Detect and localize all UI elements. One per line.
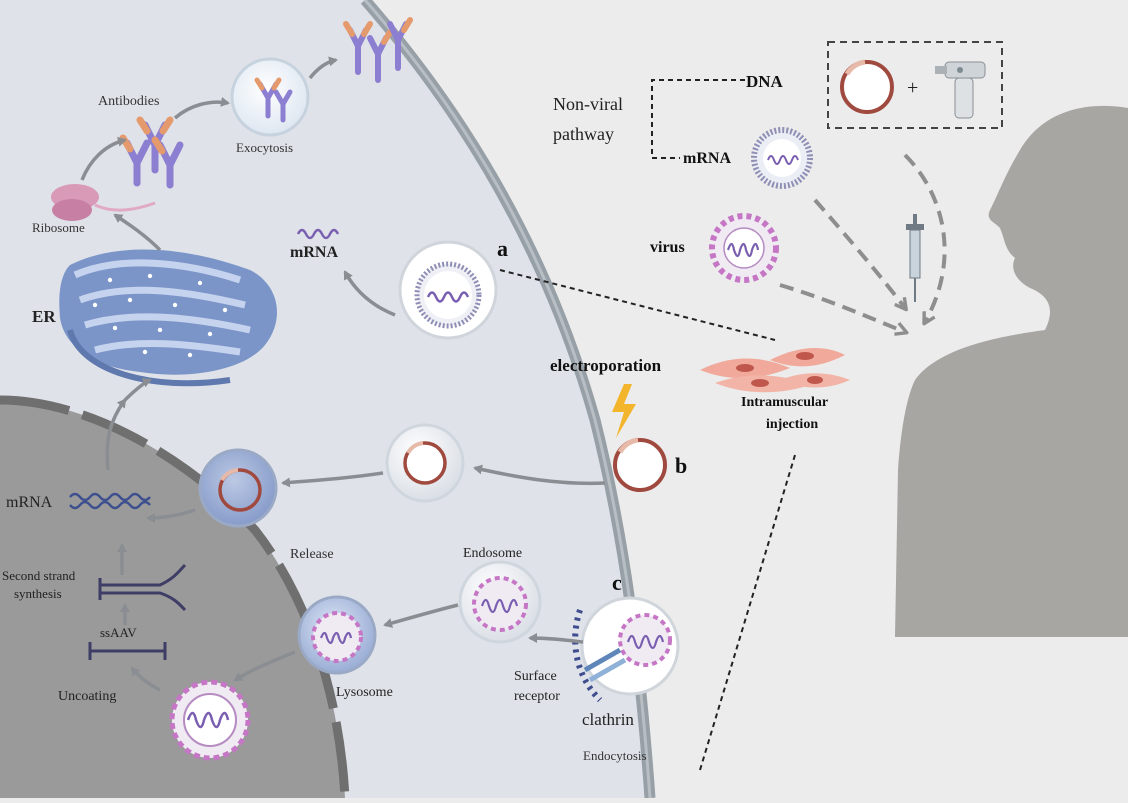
endosome-label: Endosome	[463, 546, 522, 561]
cytoplasm-mrna-icon	[296, 228, 340, 240]
lipid-nanoparticle-icon	[398, 240, 498, 340]
arrow-exocytosis-to-secreted	[308, 56, 338, 80]
surface-receptor-icon	[583, 647, 622, 673]
intramuscular-label-1: Intramuscular	[741, 395, 828, 410]
arrow-vesicle-to-release	[281, 471, 384, 488]
mrna-cytoplasm-label: mRNA	[290, 244, 338, 261]
muscle-cell-icon	[700, 348, 850, 393]
ribosome-icon	[51, 184, 156, 221]
lysosome-vesicle	[297, 595, 377, 675]
second-strand-icon	[98, 563, 187, 612]
arrow-er-to-ribosome	[113, 213, 162, 252]
leader-line-a	[499, 269, 776, 341]
arrow-clathrin-to-endosome	[528, 633, 584, 644]
exocytosis-label: Exocytosis	[236, 140, 293, 155]
mrna-nucleus-label: mRNA	[6, 494, 53, 511]
non-viral-label-1: Non-viral	[553, 94, 623, 114]
lightning-icon	[612, 384, 636, 438]
syringe-icon	[906, 214, 924, 302]
dna-label: DNA	[746, 72, 784, 91]
arrow-dna-to-body	[903, 153, 947, 326]
route-c-label: c	[612, 570, 622, 595]
second-strand-label-2: synthesis	[14, 586, 62, 601]
clathrin-pit	[572, 596, 680, 703]
clathrin-label: clathrin	[582, 710, 634, 729]
endosome-vesicle	[458, 560, 542, 644]
endocytosis-label: Endocytosis	[583, 748, 647, 763]
route-b-label: b	[675, 453, 687, 478]
ssaav-label: ssAAV	[100, 625, 137, 640]
plus-sign: +	[907, 77, 918, 99]
virus-icon	[709, 213, 779, 283]
lysosome-label: Lysosome	[336, 685, 393, 700]
box-plasmid-icon	[840, 59, 894, 114]
arrow-antibodies-to-exocytosis	[173, 96, 230, 120]
ssaav-icon	[88, 642, 167, 660]
arrow-release-to-mrna	[146, 508, 196, 523]
arrow-lnp-to-mrna	[343, 270, 396, 317]
route-a-label: a	[497, 236, 508, 261]
virus-label: virus	[650, 239, 685, 256]
ribosome-label: Ribosome	[32, 220, 85, 235]
arrow-virus-to-body	[779, 283, 909, 336]
nuclear-envelope	[0, 395, 350, 799]
mrna-vector-icon	[751, 127, 813, 189]
arrow-mrna-to-body	[813, 198, 908, 312]
dna-delivery-box	[827, 41, 1003, 129]
nucleus-mrna-icon	[69, 492, 151, 510]
arrow-plasmid-to-vesicle	[473, 464, 606, 486]
nucleus-virus-icon	[169, 679, 251, 761]
antibodies-label: Antibodies	[98, 94, 159, 109]
non-viral-bracket	[651, 79, 745, 159]
uncoating-label: Uncoating	[58, 689, 116, 704]
arrow-ribosome-to-antibodies	[80, 136, 127, 181]
release-vesicle	[198, 448, 278, 528]
arrow-mrna-to-er	[105, 398, 127, 471]
leader-line-c	[699, 454, 796, 771]
release-label: Release	[290, 547, 334, 562]
mrna-vector-label: mRNA	[683, 150, 731, 167]
surface-receptor-label-2: receptor	[514, 689, 560, 704]
non-viral-label-2: pathway	[553, 124, 614, 144]
cytoplasm-plasmid-vesicle	[385, 423, 465, 503]
human-silhouette-icon	[895, 105, 1128, 638]
jet-injector-icon	[935, 61, 986, 119]
arrow-uncoating	[130, 666, 161, 692]
exocytosis-vesicle	[230, 57, 310, 137]
arrow-lysosome-to-virus	[233, 650, 296, 682]
secreted-antibodies	[343, 17, 413, 83]
er-label: ER	[32, 307, 56, 326]
plasmid-icon	[613, 437, 667, 492]
intramuscular-label-2: injection	[766, 417, 818, 432]
surface-receptor-label-1: Surface	[514, 669, 557, 684]
arrow-endosome-to-lysosome	[383, 603, 459, 628]
er-icon	[59, 249, 277, 387]
electroporation-label: electroporation	[550, 356, 662, 375]
second-strand-label-1: Second strand	[2, 568, 76, 583]
